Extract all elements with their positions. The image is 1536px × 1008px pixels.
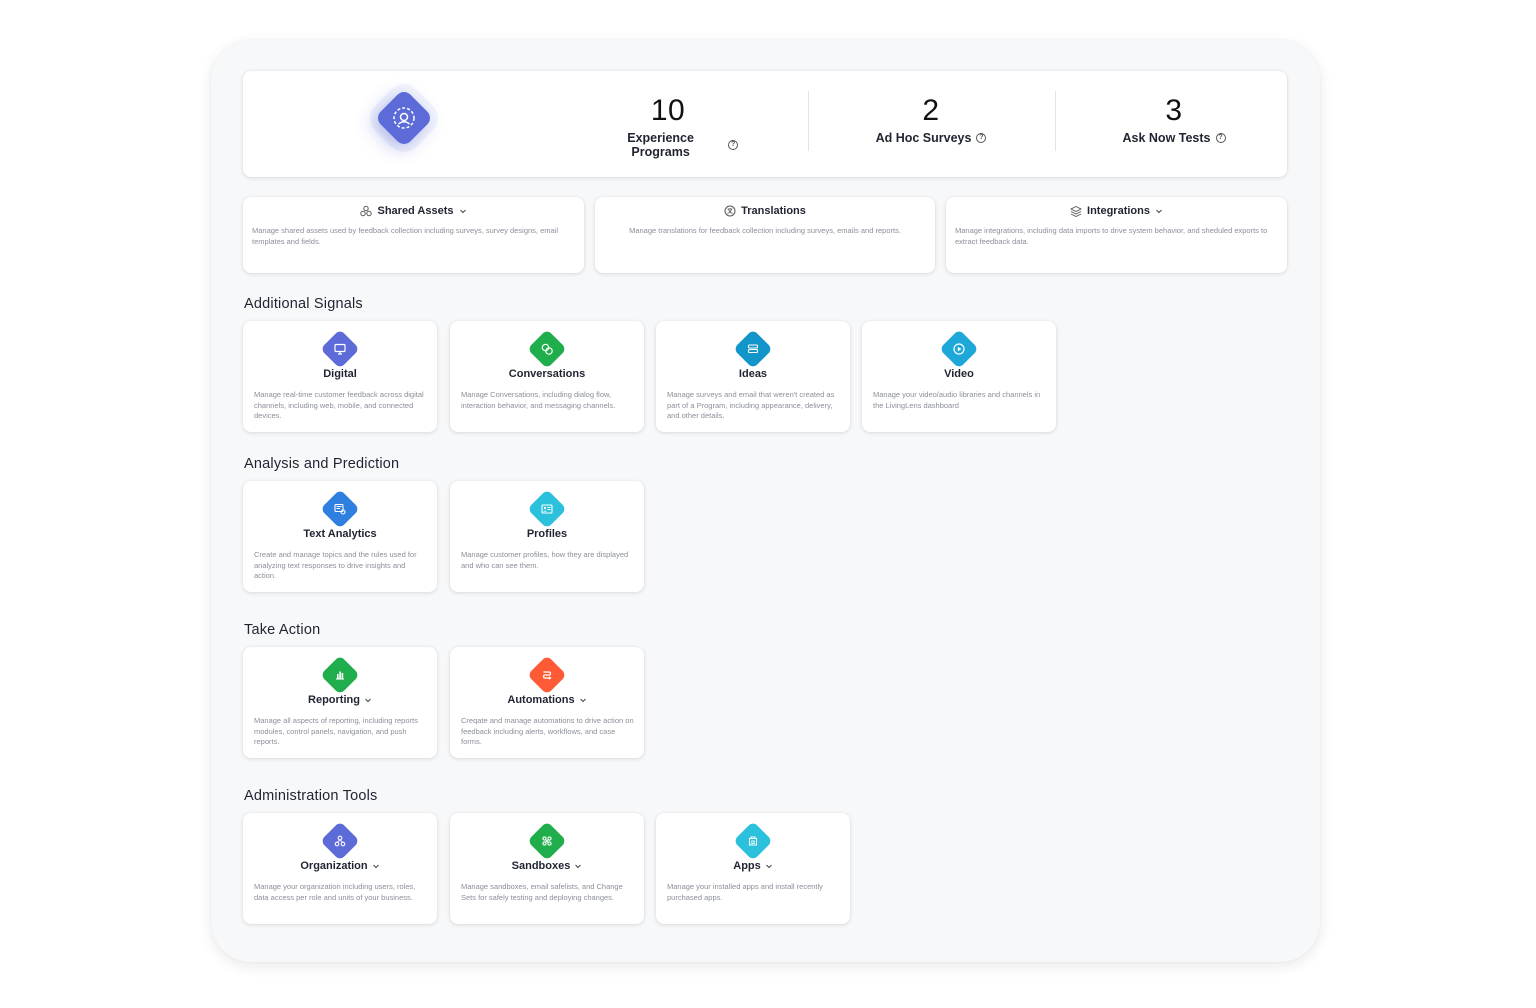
help-icon[interactable]: ? bbox=[728, 140, 738, 150]
tile-description: Manage Conversations, including dialog f… bbox=[461, 390, 616, 410]
tile-name: Text Analytics bbox=[303, 528, 377, 540]
tile-profiles[interactable]: Profiles Manage customer profiles, how t… bbox=[450, 481, 644, 592]
profile-card-icon bbox=[527, 489, 567, 529]
tile-name: Digital bbox=[323, 368, 357, 380]
tile-name: Video bbox=[944, 368, 974, 380]
apps-icon bbox=[733, 821, 773, 861]
tile-name: Profiles bbox=[526, 528, 568, 540]
tile-description: Manage your organization including users… bbox=[254, 882, 416, 902]
section-title-admin: Administration Tools bbox=[244, 788, 378, 804]
play-icon bbox=[939, 329, 979, 369]
chevron-down-icon[interactable] bbox=[574, 862, 582, 870]
ideas-icon bbox=[733, 329, 773, 369]
stat-label: Experience Programs bbox=[627, 131, 694, 159]
chat-icon bbox=[527, 329, 567, 369]
tile-description: Manage customer profiles, how they are d… bbox=[461, 550, 629, 570]
monitor-icon bbox=[320, 329, 360, 369]
tile-name: Reporting bbox=[308, 694, 360, 706]
integrations-card[interactable]: Integrations Manage integrations, includ… bbox=[946, 197, 1287, 273]
integrations-icon bbox=[1070, 205, 1083, 217]
stat-value: 2 bbox=[922, 94, 940, 127]
tile-video[interactable]: Video Manage your video/audio libraries … bbox=[862, 321, 1056, 432]
help-icon[interactable]: ? bbox=[1215, 133, 1226, 143]
chevron-down-icon[interactable] bbox=[765, 862, 773, 870]
tile-description: Manage all aspects of reporting, includi… bbox=[254, 716, 418, 746]
bar-chart-icon bbox=[320, 655, 360, 695]
tool-title: Integrations bbox=[1087, 205, 1150, 217]
experience-hub-icon bbox=[374, 88, 434, 148]
stat-ad-hoc-surveys[interactable]: 2 Ad Hoc Surveys? bbox=[865, 93, 997, 147]
tile-description: Manage your video/audio libraries and ch… bbox=[873, 390, 1041, 410]
section-title-analysis: Analysis and Prediction bbox=[244, 456, 400, 472]
sandbox-icon bbox=[527, 821, 567, 861]
tile-reporting[interactable]: Reporting Manage all aspects of reportin… bbox=[243, 647, 437, 758]
tile-sandboxes[interactable]: Sandboxes Manage sandboxes, email safeli… bbox=[450, 813, 644, 924]
stat-value: 3 bbox=[1165, 94, 1183, 127]
shared-assets-card[interactable]: Shared Assets Manage shared assets used … bbox=[243, 197, 584, 273]
shared-assets-icon bbox=[360, 205, 373, 217]
text-analytics-icon bbox=[320, 489, 360, 529]
tool-description: Manage translations for feedback collect… bbox=[629, 226, 901, 235]
summary-card: 10 Experience Programs? 2 Ad Hoc Surveys… bbox=[243, 71, 1287, 177]
tile-description: Manage real-time customer feedback acros… bbox=[254, 390, 424, 420]
tile-description: Manage your installed apps and install r… bbox=[667, 882, 823, 902]
chevron-down-icon[interactable] bbox=[459, 207, 467, 215]
tile-name: Ideas bbox=[738, 368, 768, 380]
automation-icon bbox=[527, 655, 567, 695]
stat-ask-now-tests[interactable]: 3 Ask Now Tests? bbox=[1113, 93, 1235, 147]
tool-title: Translations bbox=[741, 205, 806, 217]
stat-label: Ask Now Tests bbox=[1122, 131, 1211, 145]
tile-description: Manage sandboxes, email safelists, and C… bbox=[461, 882, 623, 902]
chevron-down-icon[interactable] bbox=[1155, 207, 1163, 215]
tile-conversations[interactable]: Conversations Manage Conversations, incl… bbox=[450, 321, 644, 432]
tool-title: Shared Assets bbox=[377, 205, 454, 217]
stat-value: 10 bbox=[650, 94, 686, 127]
tile-description: Create and manage topics and the rules u… bbox=[254, 550, 417, 580]
tool-description: Manage integrations, including data impo… bbox=[955, 226, 1268, 246]
translations-icon bbox=[724, 205, 736, 217]
divider bbox=[1055, 91, 1056, 151]
org-chart-icon bbox=[320, 821, 360, 861]
chevron-down-icon[interactable] bbox=[372, 862, 380, 870]
translations-card[interactable]: Translations Manage translations for fee… bbox=[595, 197, 935, 273]
section-title-additional-signals: Additional Signals bbox=[244, 296, 363, 312]
tile-description: Creqate and manage automations to drive … bbox=[461, 716, 634, 746]
help-icon[interactable]: ? bbox=[976, 133, 987, 143]
tile-name: Apps bbox=[733, 860, 761, 872]
tile-automations[interactable]: Automations Creqate and manage automatio… bbox=[450, 647, 644, 758]
tool-description: Manage shared assets used by feedback co… bbox=[252, 226, 558, 246]
tile-digital[interactable]: Digital Manage real-time customer feedba… bbox=[243, 321, 437, 432]
divider bbox=[808, 91, 809, 151]
tile-name: Organization bbox=[300, 860, 368, 872]
section-title-take-action: Take Action bbox=[244, 622, 321, 638]
tile-ideas[interactable]: Ideas Manage surveys and email that were… bbox=[656, 321, 850, 432]
tile-name: Conversations bbox=[508, 368, 586, 380]
tile-name: Automations bbox=[507, 694, 575, 706]
chevron-down-icon[interactable] bbox=[579, 696, 587, 704]
stat-experience-programs[interactable]: 10 Experience Programs? bbox=[598, 93, 738, 159]
tile-organization[interactable]: Organization Manage your organization in… bbox=[243, 813, 437, 924]
tile-description: Manage surveys and email that weren't cr… bbox=[667, 390, 835, 420]
tile-name: Sandboxes bbox=[511, 860, 571, 872]
stat-label: Ad Hoc Surveys bbox=[875, 131, 972, 145]
chevron-down-icon[interactable] bbox=[364, 696, 372, 704]
tile-apps[interactable]: Apps Manage your installed apps and inst… bbox=[656, 813, 850, 924]
tile-text-analytics[interactable]: Text Analytics Create and manage topics … bbox=[243, 481, 437, 592]
